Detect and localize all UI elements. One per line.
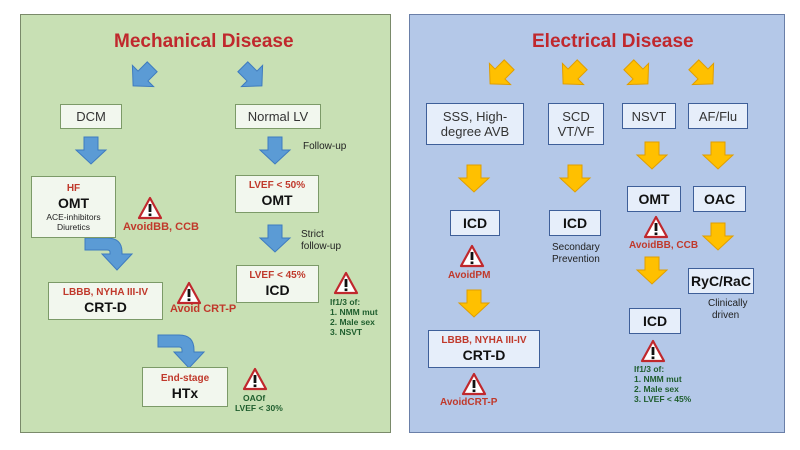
nsvt-box: NSVT (622, 103, 676, 129)
crtd-box-elec: LBBB, NYHA III-IV CRT-D (428, 330, 540, 368)
af-flu-label: AF/Flu (698, 108, 738, 124)
dcm-label: DCM (76, 109, 106, 124)
lvef30-label: LVEF < 30% (235, 403, 283, 413)
prevention-label: Prevention (552, 254, 600, 265)
crtd-elec-main: CRT-D (462, 346, 506, 363)
icd-mid-label: ICD (562, 214, 588, 231)
af-flu-box: AF/Flu (688, 103, 748, 129)
avoid-bb-ccb-mech: AvoidBB, CCB (123, 221, 199, 233)
mech-criteria-head: If1/3 of: (330, 297, 361, 307)
oaof-label: OAOf (243, 393, 266, 403)
scd-line2: VT/VF (557, 124, 595, 139)
avoid-bb-ccb-elec: AvoidBB, CCB (629, 240, 699, 251)
mech-criteria-2: 2. Male sex (330, 317, 375, 327)
ryc-rac-label: RyC/RaC (691, 272, 751, 289)
mechanical-title: Mechanical Disease (114, 31, 294, 52)
lvef50-omt-label: OMT (261, 191, 293, 208)
icd-right-label: ICD (642, 312, 668, 329)
driven-label: driven (712, 310, 740, 321)
avoid-crtp-mech: Avoid CRT-P (170, 303, 237, 315)
elec-criteria-head: If1/3 of: (634, 364, 665, 374)
lvef45-icd-label: ICD (265, 281, 290, 298)
strict-follow-up-label: follow-up (301, 241, 342, 252)
hf-omt-label: OMT (57, 194, 90, 211)
end-stage-label: End-stage (160, 372, 210, 384)
icd-left-label: ICD (462, 214, 488, 231)
electrical-title: Electrical Disease (532, 31, 694, 52)
lvef45-icd-box: LVEF < 45% ICD (236, 265, 319, 303)
elec-criteria-1: 1. NMM mut (634, 374, 682, 384)
avoid-pm: AvoidPM (448, 270, 491, 281)
hf-label: HF (66, 182, 81, 194)
crtd-mech-label: LBBB, NYHA III-IV (62, 286, 149, 298)
crtd-elec-label: LBBB, NYHA III-IV (441, 334, 527, 346)
htx-box: End-stage HTx (142, 367, 228, 407)
strict-label: Strict (301, 229, 324, 240)
htx-label: HTx (171, 384, 199, 401)
normal-lv-box: Normal LV (235, 104, 321, 129)
lvef50-label: LVEF < 50% (248, 179, 306, 191)
oac-label: OAC (703, 190, 736, 207)
clinically-label: Clinically (708, 298, 748, 309)
lvef50-omt-box: LVEF < 50% OMT (235, 175, 319, 213)
elec-criteria-3: 3. LVEF < 45% (634, 394, 692, 404)
crtd-mech-main: CRT-D (84, 298, 127, 315)
elec-criteria-2: 2. Male sex (634, 384, 679, 394)
ace-inhibitors-note: ACE-inhibitors (46, 211, 101, 222)
diuretics-note: Diuretics (56, 221, 91, 232)
crtd-box-mech: LBBB, NYHA III-IV CRT-D (48, 282, 163, 320)
ryc-rac-box: RyC/RaC (688, 268, 754, 294)
follow-up-label: Follow-up (303, 141, 347, 152)
sss-line2: degree AVB (440, 124, 510, 139)
mech-criteria-3: 3. NSVT (330, 327, 363, 337)
scd-box: SCD VT/VF (548, 103, 604, 145)
normal-lv-label: Normal LV (247, 109, 309, 124)
icd-right-box: ICD (629, 308, 681, 334)
secondary-label: Secondary (552, 242, 600, 253)
mech-criteria-1: 1. NMM mut (330, 307, 378, 317)
icd-mid-box: ICD (549, 210, 601, 236)
omt-label: OMT (638, 190, 670, 207)
lvef45-label: LVEF < 45% (249, 269, 306, 281)
icd-left-box: ICD (450, 210, 500, 236)
scd-line1: SCD (562, 109, 590, 124)
omt-box: OMT (627, 186, 681, 212)
nsvt-label: NSVT (631, 108, 667, 124)
hf-omt-box: HF OMT ACE-inhibitors Diuretics (31, 176, 116, 238)
avoid-crtp-elec: AvoidCRT-P (440, 397, 498, 408)
sss-line1: SSS, High- (442, 109, 508, 124)
oac-box: OAC (693, 186, 746, 212)
sss-box: SSS, High- degree AVB (426, 103, 524, 145)
dcm-box: DCM (60, 104, 122, 129)
